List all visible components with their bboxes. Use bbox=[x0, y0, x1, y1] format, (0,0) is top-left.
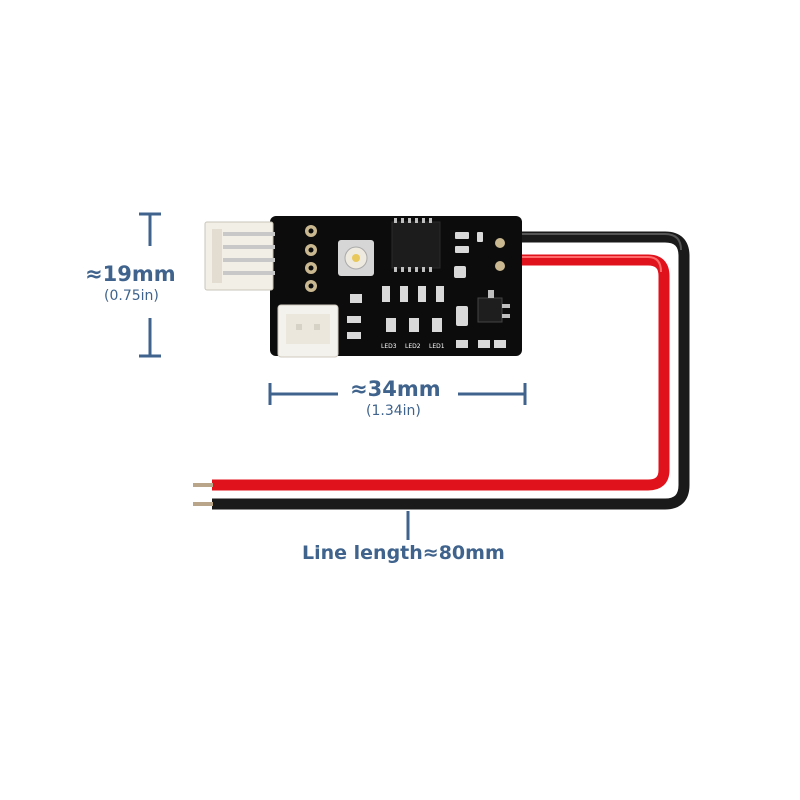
height-dimension-bracket bbox=[139, 212, 161, 358]
line-length-label: Line length≈80mm bbox=[302, 542, 505, 564]
ic-chip bbox=[391, 218, 441, 272]
height-dimension-label: ≈19mm bbox=[85, 262, 176, 286]
width-dimension-inches: (1.34in) bbox=[366, 403, 421, 419]
height-dimension-inches: (0.75in) bbox=[104, 288, 159, 304]
wire-ends bbox=[193, 483, 213, 506]
led3-label: LED3 bbox=[381, 343, 397, 350]
black-wire bbox=[212, 231, 690, 510]
transistor bbox=[477, 290, 510, 323]
pcb-board: LED3 LED2 LED1 bbox=[204, 216, 522, 358]
push-button bbox=[338, 240, 374, 276]
width-dimension-label: ≈34mm bbox=[350, 377, 441, 401]
led1-label: LED1 bbox=[429, 343, 445, 350]
red-wire bbox=[212, 254, 670, 491]
fan-header-connector bbox=[204, 221, 275, 291]
smd-components bbox=[347, 232, 506, 348]
power-connector bbox=[277, 304, 339, 358]
width-dimension-bracket bbox=[268, 383, 527, 405]
led2-label: LED2 bbox=[405, 343, 421, 350]
